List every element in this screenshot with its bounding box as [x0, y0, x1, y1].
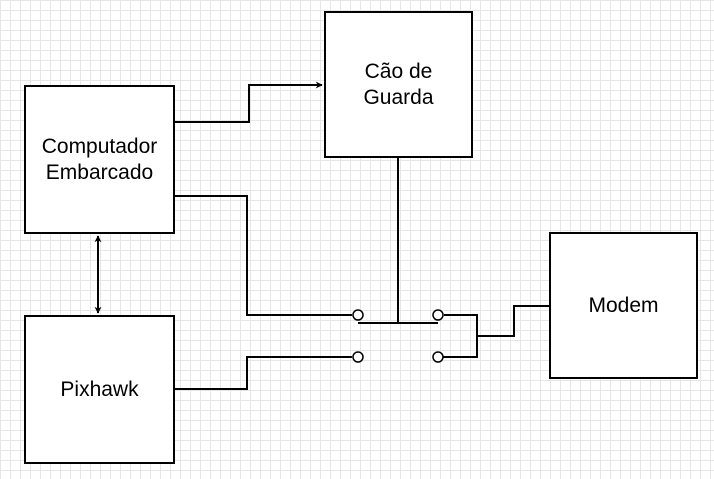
computador-embarcado-node[interactable]: Computador Embarcado — [24, 85, 175, 234]
computador-embarcado-label: Computador Embarcado — [41, 134, 158, 184]
modem-label: Modem — [588, 293, 659, 317]
cao-de-guarda-label: Cão de Guarda — [363, 59, 434, 109]
switch-contact-out-2 — [432, 351, 444, 363]
switch-contact-in-2 — [352, 351, 364, 363]
switch-contact-out-1 — [432, 309, 444, 321]
cao-de-guarda-node[interactable]: Cão de Guarda — [324, 11, 473, 158]
connector-computador-to-cao — [175, 81, 323, 123]
connector-computador-to-switch — [175, 195, 352, 316]
switch-output-top — [443, 314, 478, 358]
pixhawk-node[interactable]: Pixhawk — [24, 315, 175, 464]
pixhawk-label: Pixhawk — [60, 377, 139, 401]
switch-contact-in-1 — [352, 309, 364, 321]
connector-pixhawk-to-switch — [175, 356, 352, 390]
modem-node[interactable]: Modem — [549, 232, 698, 379]
connector-switch-to-modem — [477, 305, 549, 337]
